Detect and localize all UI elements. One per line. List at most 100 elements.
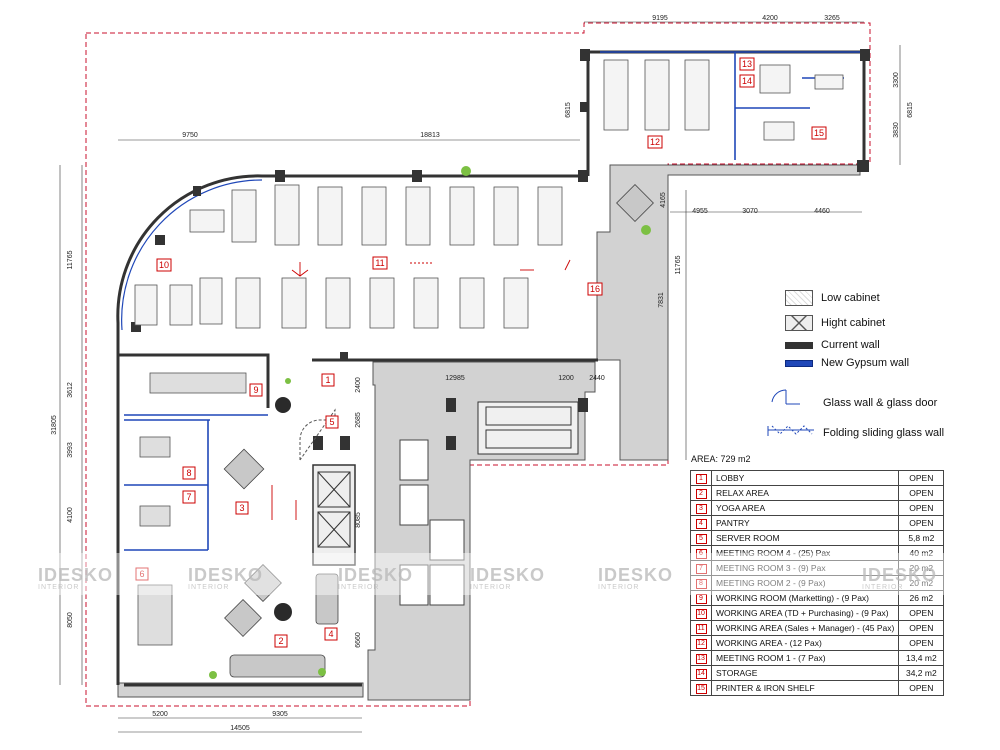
room-number-tag: 5	[695, 534, 707, 544]
room-number: 12	[690, 635, 712, 651]
svg-text:9305: 9305	[272, 711, 288, 718]
legend-label: Low cabinet	[821, 292, 880, 304]
room-name: RELAX AREA	[710, 485, 900, 501]
svg-text:7: 7	[186, 492, 191, 502]
svg-text:31805: 31805	[51, 415, 58, 435]
lounge-furniture	[223, 184, 654, 678]
lift-shaft	[312, 464, 356, 566]
room-number: 5	[690, 530, 712, 546]
svg-text:11: 11	[375, 258, 384, 268]
svg-text:8085: 8085	[355, 512, 362, 528]
svg-text:4: 4	[328, 629, 333, 639]
room-number-tag: 10	[695, 609, 707, 619]
low-cabinet-swatch	[785, 290, 813, 306]
svg-text:2685: 2685	[355, 412, 362, 428]
watermark-sub: INTERIOR	[470, 584, 512, 591]
watermark-sub: INTERIOR	[38, 584, 80, 591]
svg-text:4100: 4100	[67, 507, 74, 523]
room-number: 11	[690, 620, 712, 636]
room-name: YOGA AREA	[710, 500, 900, 516]
folding-wall-icon	[767, 425, 814, 436]
room-value: OPEN	[898, 605, 945, 621]
room-number: 10	[690, 605, 712, 621]
room-name: WORKING AREA - (12 Pax)	[710, 635, 900, 651]
room-number: 1	[690, 470, 712, 486]
room-name: SERVER ROOM	[710, 530, 900, 546]
legend-label: Current wall	[821, 339, 880, 351]
svg-text:7831: 7831	[658, 292, 665, 308]
room-tag: 4	[324, 627, 338, 641]
legend-label: New Gypsum wall	[821, 357, 910, 369]
watermark-sub: INTERIOR	[598, 584, 640, 591]
room-tag: 2	[274, 634, 288, 648]
gypsum-wall-swatch	[785, 359, 813, 367]
svg-text:11765: 11765	[67, 250, 74, 269]
legend-row: Glass wall & glass door	[823, 397, 937, 409]
room-number-tag: 11	[695, 624, 707, 634]
room-number: 13	[690, 650, 712, 666]
pantry-counter	[299, 408, 336, 461]
room-value: OPEN	[898, 485, 945, 501]
room-value: OPEN	[898, 635, 945, 651]
legend-label: Glass wall & glass door	[823, 397, 938, 409]
room-value: OPEN	[898, 620, 945, 636]
dimension-labels: 9195 4200 3265 9750 18813 5200 9305 1450…	[51, 15, 914, 732]
room-value: 5,8 m2	[898, 530, 945, 546]
room-tag: 6	[135, 567, 149, 581]
room-value: OPEN	[898, 680, 945, 696]
room-number-tag: 13	[695, 654, 707, 664]
room-number: 2	[690, 485, 712, 501]
circulation-arrows	[271, 259, 571, 520]
svg-text:14: 14	[742, 76, 752, 86]
svg-text:3: 3	[239, 503, 244, 513]
room-number: 15	[690, 680, 712, 696]
glass-curtain-wall	[121, 179, 263, 331]
room-number-tag: 3	[695, 504, 707, 514]
svg-text:2400: 2400	[355, 377, 362, 393]
legend-label: Hight cabinet	[821, 317, 886, 329]
svg-text:6815: 6815	[565, 102, 572, 118]
plants	[209, 166, 651, 679]
total-area: AREA: 729 m2	[691, 454, 751, 464]
svg-text:4200: 4200	[762, 15, 778, 22]
current-walls	[116, 50, 866, 687]
room-number-tag: 12	[695, 639, 707, 649]
columns	[131, 49, 870, 450]
workstations-area-12	[603, 59, 844, 141]
legend-label: Folding sliding glass wall	[823, 427, 945, 439]
room-number-tag: 9	[695, 594, 707, 604]
room-tag: 7	[182, 490, 196, 504]
svg-text:13: 13	[742, 59, 752, 69]
watermark-band	[0, 553, 1000, 595]
svg-text:5200: 5200	[152, 711, 168, 718]
room-name: PRINTER & IRON SHELF	[710, 680, 900, 696]
room-name: WORKING AREA (TD + Purchasing) - (9 Pax)	[710, 605, 900, 621]
svg-text:6660: 6660	[355, 632, 362, 648]
legend-row: New Gypsum wall	[785, 357, 909, 369]
svg-text:8: 8	[186, 468, 191, 478]
legend-row: Low cabinet	[785, 290, 880, 306]
legend-row: Folding sliding glass wall	[823, 427, 944, 439]
room-tag: 9	[249, 383, 263, 397]
svg-text:1: 1	[325, 375, 330, 385]
room-name: LOBBY	[710, 470, 900, 486]
watermark-brand: IDESKO	[38, 565, 114, 585]
room-number: 14	[690, 665, 712, 681]
room-value: 13,4 m2	[898, 650, 945, 666]
room-number-tag: 2	[695, 489, 707, 499]
room-tag: 16	[587, 282, 603, 296]
